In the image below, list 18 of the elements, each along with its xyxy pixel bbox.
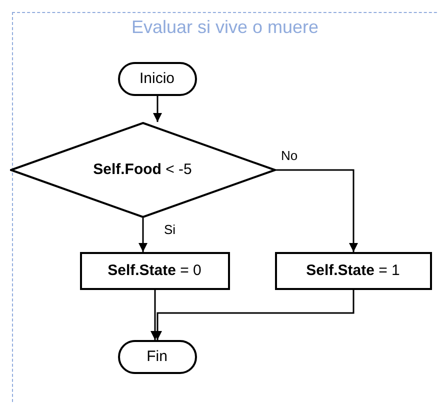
frame-title: Evaluar si vive o muere <box>130 17 320 38</box>
node-text: Self.State = 1 <box>306 262 400 279</box>
start-terminal <box>118 62 196 96</box>
node-text: Self.State = 0 <box>108 262 202 279</box>
arrow <box>153 96 162 122</box>
edge-label: Si <box>163 222 177 237</box>
end-terminal <box>118 340 196 374</box>
process-box <box>274 252 432 290</box>
dashed-frame <box>12 12 438 403</box>
arrow <box>138 218 148 252</box>
node-text: Fin <box>146 348 168 365</box>
edge-label: No <box>280 148 299 163</box>
arrow <box>276 169 358 252</box>
arrow <box>153 290 354 340</box>
node-text: Self.Food < -5 <box>93 161 192 178</box>
decision-diamond <box>10 122 276 218</box>
node-text: Inicio <box>139 70 175 87</box>
process-box <box>80 252 230 290</box>
